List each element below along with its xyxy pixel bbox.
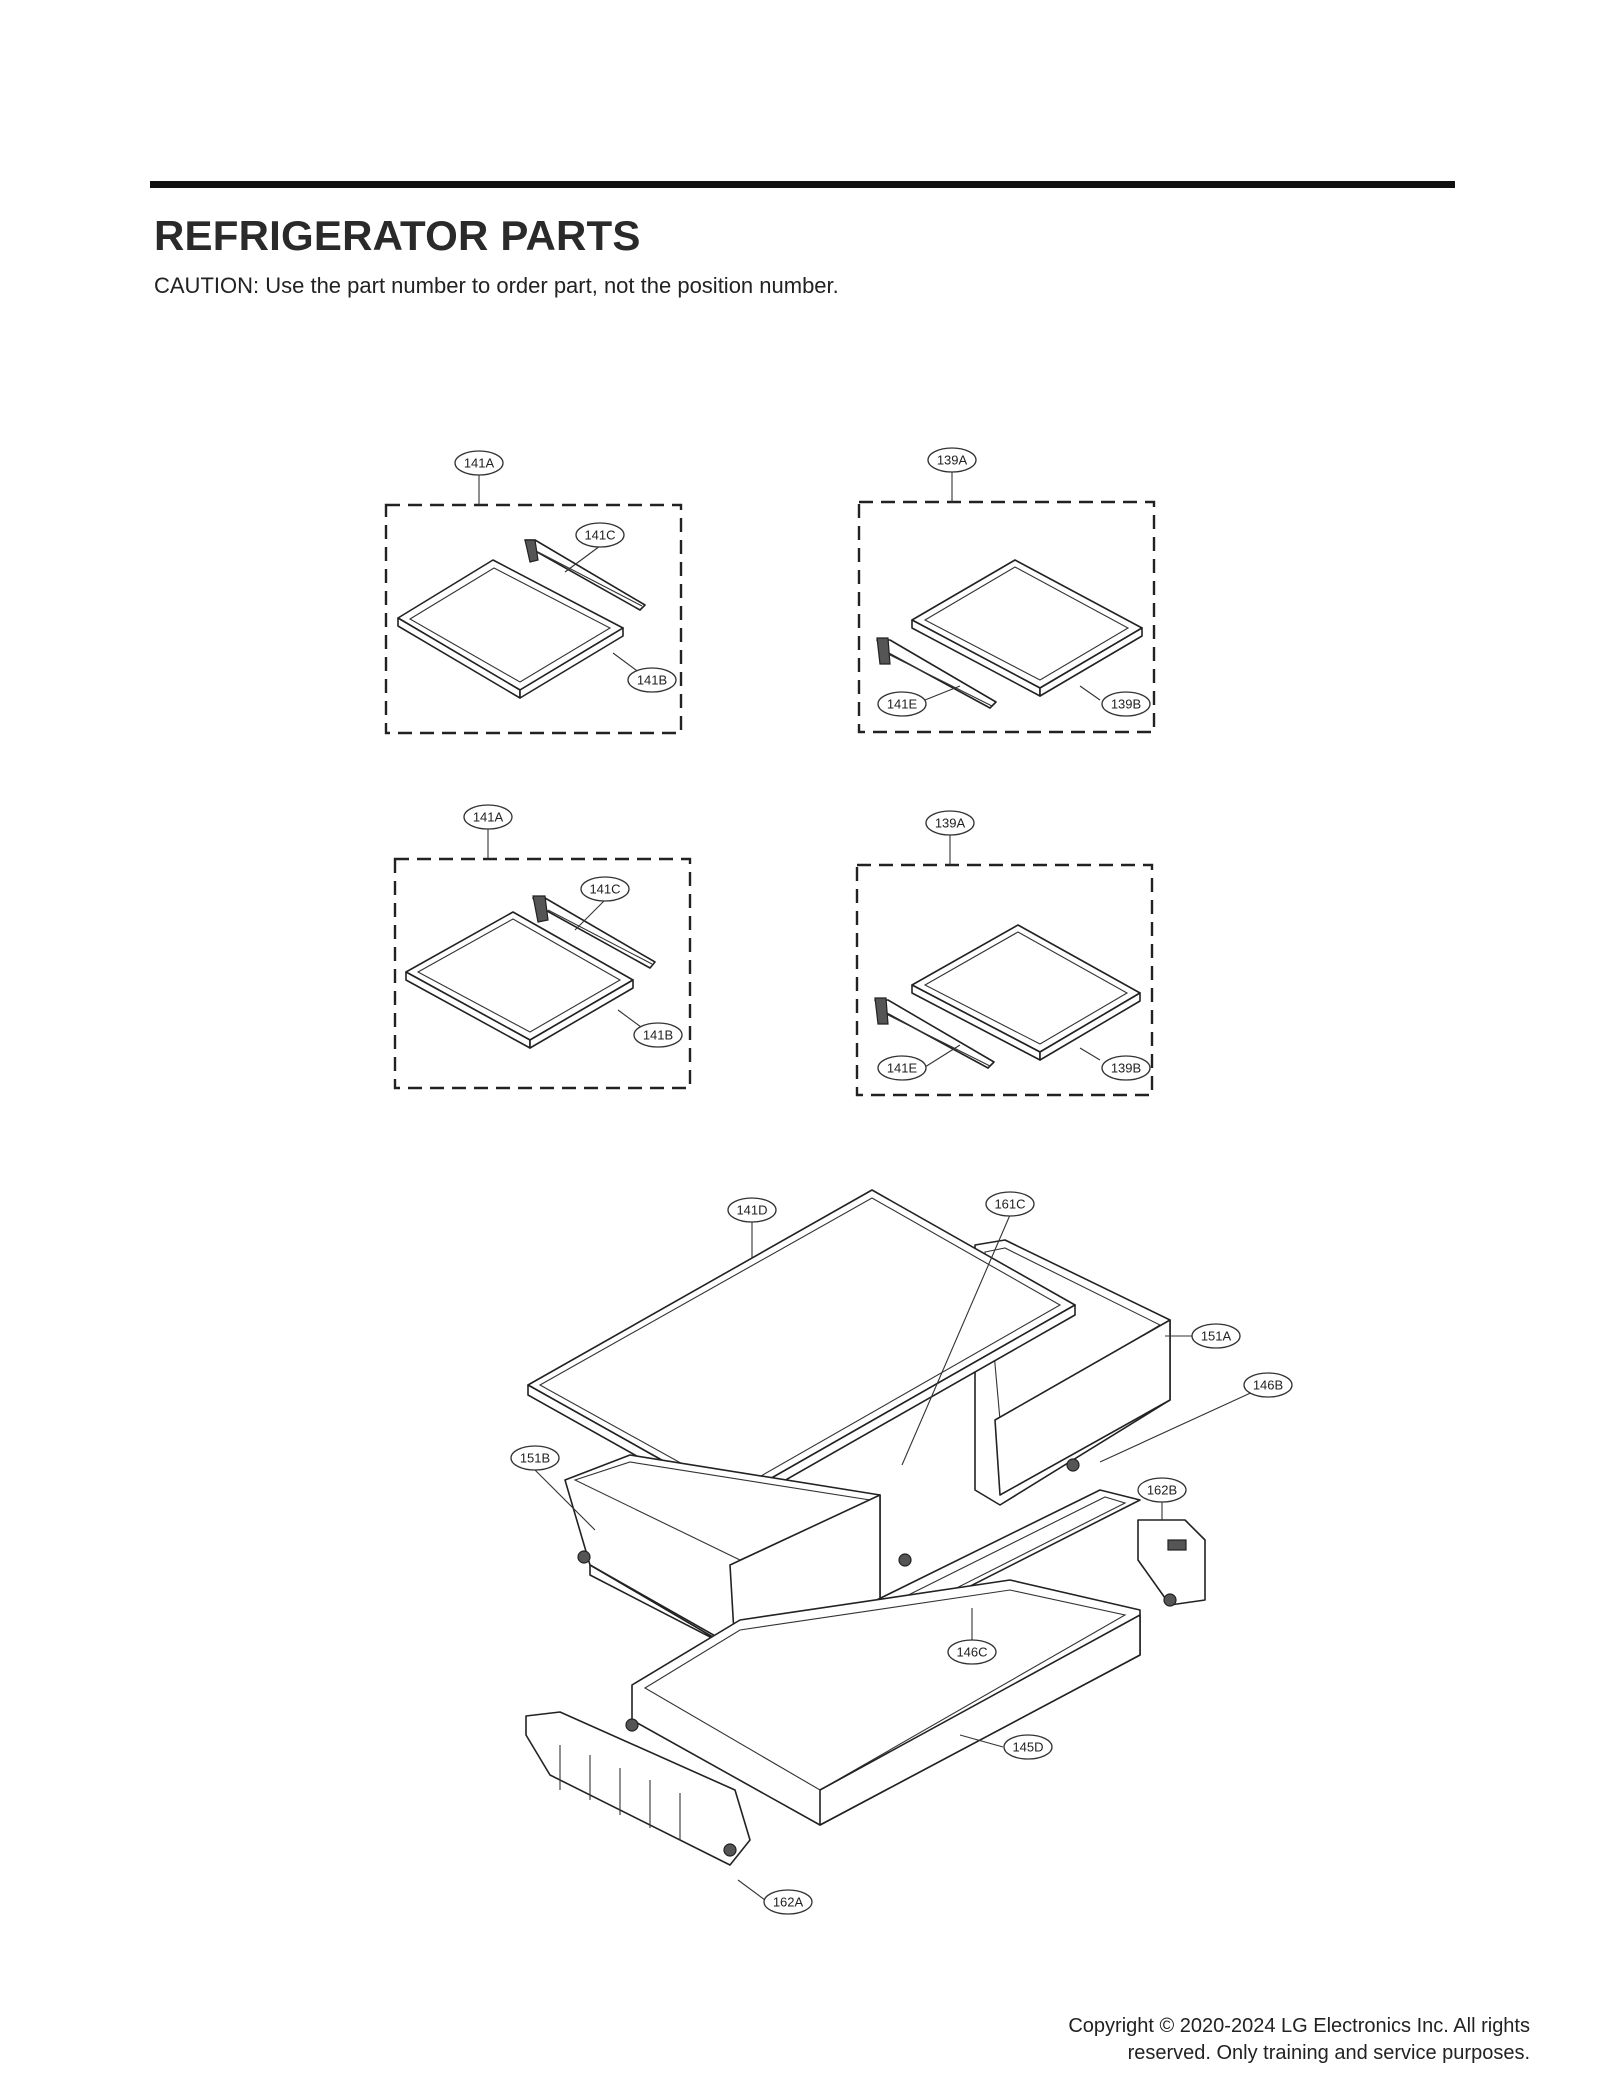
svg-text:151A: 151A	[1201, 1329, 1232, 1344]
callout-139A: 139A	[925, 810, 975, 836]
svg-text:141B: 141B	[643, 1028, 673, 1043]
svg-text:141B: 141B	[637, 673, 667, 688]
shelf-bracket	[874, 997, 995, 1069]
shelf-bracket	[876, 637, 997, 709]
callout-151A: 151A	[1191, 1323, 1241, 1349]
callout-161C: 161C	[985, 1191, 1035, 1217]
page-title: REFRIGERATOR PARTS	[154, 212, 641, 259]
shelf-assembly-group-2: 139A 141E 139B	[857, 447, 1156, 734]
callout-151B: 151B	[510, 1445, 560, 1471]
svg-text:139A: 139A	[935, 816, 966, 831]
callout-141B: 141B	[633, 1022, 683, 1048]
group-boundary	[857, 500, 1156, 734]
group-boundary	[393, 857, 692, 1090]
callout-146B: 146B	[1243, 1372, 1293, 1398]
svg-text:146B: 146B	[1253, 1378, 1283, 1393]
callout-162A: 162A	[763, 1889, 813, 1915]
svg-text:141A: 141A	[464, 456, 495, 471]
svg-text:162B: 162B	[1147, 1483, 1177, 1498]
callout-145D: 145D	[1003, 1734, 1053, 1760]
caution-note: CAUTION: Use the part number to order pa…	[154, 273, 839, 298]
callout-141A: 141A	[463, 804, 513, 830]
group-boundary	[384, 503, 683, 735]
svg-text:141E: 141E	[887, 697, 918, 712]
callout-141C: 141C	[580, 876, 630, 902]
svg-text:141A: 141A	[473, 810, 504, 825]
svg-text:141C: 141C	[589, 882, 620, 897]
right-rail-bracket	[1137, 1519, 1206, 1607]
shelf-bracket	[532, 895, 656, 969]
copyright-line-2: reserved. Only training and service purp…	[1127, 2042, 1530, 2064]
callout-141C: 141C	[575, 522, 625, 548]
callout-141E: 141E	[877, 691, 927, 717]
shelf-assembly-group-1: 141A 141C 141B	[384, 450, 683, 735]
glass-shelf	[405, 911, 634, 1049]
glass-shelf	[397, 559, 624, 699]
callout-139A: 139A	[927, 447, 977, 473]
callout-139B: 139B	[1101, 691, 1151, 717]
bottom-tray	[625, 1579, 1141, 1826]
svg-text:161C: 161C	[994, 1197, 1025, 1212]
svg-text:145D: 145D	[1012, 1740, 1043, 1755]
svg-text:141D: 141D	[736, 1203, 767, 1218]
copyright-notice: Copyright © 2020-2024 LG Electronics Inc…	[930, 2013, 1530, 2067]
svg-text:141E: 141E	[887, 1061, 918, 1076]
shelf-assembly-group-3: 141A 141C 141B	[393, 804, 692, 1090]
group-boundary	[855, 863, 1154, 1097]
svg-text:141C: 141C	[584, 528, 615, 543]
callout-141A: 141A	[454, 450, 504, 476]
shelf-assembly-group-4: 139A 141E 139B	[855, 810, 1154, 1097]
svg-text:139B: 139B	[1111, 697, 1141, 712]
glass-shelf	[911, 924, 1141, 1061]
svg-text:139B: 139B	[1111, 1061, 1141, 1076]
drawer-assembly: 141D 161C 151A 146B 151B 162B 146C 145D	[510, 1189, 1293, 1915]
header-rule	[150, 181, 1455, 188]
glass-shelf	[911, 559, 1143, 697]
shelf-bracket	[524, 539, 646, 611]
svg-text:139A: 139A	[937, 453, 968, 468]
callout-141B: 141B	[627, 667, 677, 693]
svg-text:146C: 146C	[956, 1645, 987, 1660]
callout-141D: 141D	[727, 1197, 777, 1223]
svg-text:151B: 151B	[520, 1451, 550, 1466]
copyright-line-1: Copyright © 2020-2024 LG Electronics Inc…	[1068, 2015, 1530, 2037]
callout-162B: 162B	[1137, 1477, 1187, 1503]
callout-141E: 141E	[877, 1055, 927, 1081]
svg-text:162A: 162A	[773, 1895, 804, 1910]
callout-146C: 146C	[947, 1639, 997, 1665]
left-rail-bracket	[525, 1711, 751, 1866]
callout-139B: 139B	[1101, 1055, 1151, 1081]
